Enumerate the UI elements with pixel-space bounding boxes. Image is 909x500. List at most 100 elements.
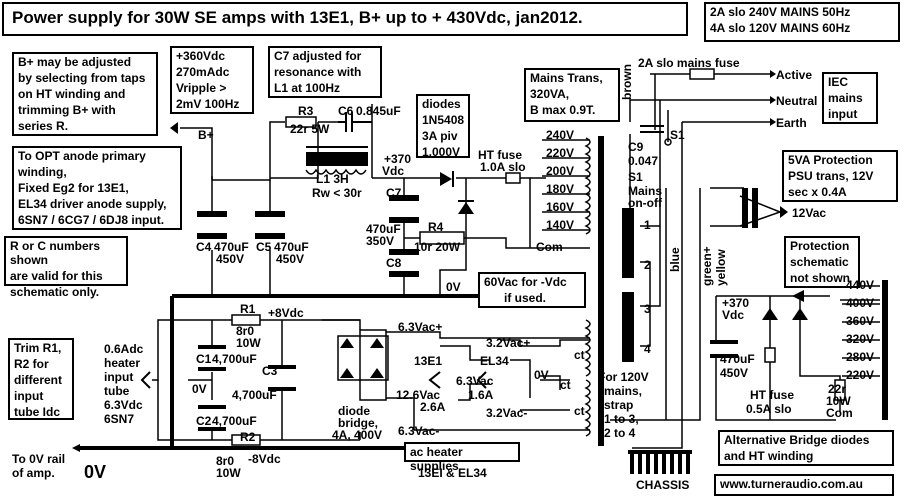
earth-label: Earth: [776, 116, 807, 130]
diodes-note: diodes 1N5408 3A piv 1,000V: [416, 94, 470, 159]
c5-voltage: 450V: [276, 252, 305, 266]
note-line: schematic: [790, 255, 849, 269]
c2-value: 4,700uF: [212, 414, 257, 428]
e13-label: 13E1: [414, 354, 443, 368]
r2-watt: 10W: [216, 466, 241, 480]
s1-label-b: S1: [628, 170, 643, 184]
alt-resistor-watt: 10W: [826, 394, 851, 408]
note-line: schematic only.: [10, 285, 100, 299]
note-line: and HT winding: [724, 449, 814, 463]
mains-onoff-label-2: on-off: [628, 196, 662, 210]
chassis-label: CHASSIS: [636, 478, 690, 492]
alt-tap-label: 400V: [846, 296, 875, 310]
alt-fuse-label: HT fuse: [750, 388, 795, 402]
choke-l1: [305, 146, 368, 175]
com-label: Com: [536, 240, 563, 254]
alt-plus370-label: +370: [722, 296, 750, 310]
c8-label: C8: [386, 256, 402, 270]
alt-resistor-label: 22r: [828, 382, 847, 396]
zero-volt-mid-label: 0V: [192, 382, 207, 396]
protection-not-shown-note: Protection schematic not shown: [784, 236, 860, 288]
tap-label: 200V: [546, 164, 575, 178]
diode-shunt: [458, 202, 474, 214]
opt-note: To OPT anode primary winding, Fixed Eg2 …: [12, 146, 182, 230]
zero-volt-top-label: 0V: [446, 280, 461, 294]
heater-tube-line: input: [104, 370, 134, 384]
tap-label: 220V: [546, 146, 575, 160]
ht-fuse-label: HT fuse: [478, 148, 523, 162]
tap-label: 160V: [546, 200, 575, 214]
pin-2-label: 2: [644, 258, 651, 272]
ct-label: ct: [574, 404, 585, 418]
ac-heater-note: ac heater supplies: [404, 442, 520, 473]
ht-fuse: [505, 172, 521, 184]
r3-label: R3: [298, 104, 314, 118]
heater-tube-line: 0.6Adc: [104, 342, 144, 356]
alt-cap-value: 470uF: [720, 352, 755, 366]
blue-wire-label: blue: [668, 247, 682, 272]
r1-label: R1: [240, 302, 256, 316]
diode-bridge-line: bridge,: [338, 416, 379, 430]
note-line: 270mAdc: [176, 65, 230, 79]
note-line: input: [14, 389, 44, 403]
protection-5va-note: 5VA Protection PSU trans, 12V sec x 0.4A: [782, 150, 898, 202]
alt-tap-label: 220V: [846, 368, 875, 382]
alt-tap-label: 440V: [846, 278, 875, 292]
note-line: are valid for this: [10, 269, 103, 283]
note-line: Mains Trans,: [530, 71, 603, 85]
switch-s1: [664, 110, 672, 146]
c3-label: C3: [262, 364, 278, 378]
r-or-c-note: R or C numbers shown are valid for this …: [4, 236, 128, 299]
alt-bridge-note: Alternative Bridge diodes and HT winding: [718, 430, 894, 466]
alt-tap-label: 360V: [846, 314, 875, 328]
c3-value: 4,700uF: [232, 388, 277, 402]
alt-fuse-value: 0.5A slo: [746, 402, 792, 416]
l1-rw-label: Rw < 30r: [312, 186, 362, 200]
neg-vdc-note: 60Vac for -Vdc if used.: [478, 272, 586, 308]
alt-com-label: Com: [826, 406, 853, 420]
c7-label: C7: [386, 186, 402, 200]
for120-line: 2 to 4: [604, 426, 636, 440]
r1-watt: 10W: [236, 336, 261, 350]
mains-fuse-label: 2A slo mains fuse: [638, 56, 740, 70]
note-line: if used.: [504, 291, 547, 305]
alt-resistor: [834, 379, 846, 401]
c7-voltage: 350V: [366, 234, 395, 248]
alternative-bridge-wiring: [715, 285, 880, 421]
note-line: Protection: [790, 239, 850, 253]
vdc-label: Vdc: [382, 164, 405, 178]
v63ac-label: 6.3Vac: [456, 374, 494, 388]
c4-voltage: 450V: [216, 252, 245, 266]
neutral-label: Neutral: [776, 94, 818, 108]
note-line: +360Vdc: [176, 49, 226, 63]
website-note: www.turneraudio.com.au: [714, 474, 894, 496]
note-line: mains: [828, 91, 863, 105]
resistor-r4: [419, 231, 465, 245]
r3-value: 22r 5W: [290, 122, 330, 136]
bplus-adjust-note: B+ may be adjusted by selecting from tap…: [12, 52, 158, 136]
note-line: B+ may be adjusted: [18, 55, 132, 69]
bplus-label: B+: [198, 128, 214, 142]
s1-label: S1: [670, 128, 685, 142]
a16-label: 1.6A: [468, 388, 494, 402]
l1-label: L1 3H: [316, 172, 349, 186]
note-line: www.turneraudio.com.au: [720, 477, 863, 491]
heater-circuit: [152, 319, 590, 441]
high-tension-circuit: [180, 104, 590, 296]
c4-value: 470uF: [214, 240, 249, 254]
plus8-label: +8Vdc: [268, 306, 304, 320]
el34-heater-symbol: [476, 371, 487, 389]
alt-tap-label: 280V: [846, 350, 875, 364]
tap-label: 140V: [546, 218, 575, 232]
note-line: 6SN7 / 6CG7 / 6DJ8 input.: [18, 213, 165, 227]
minus8-label: -8Vdc: [248, 452, 281, 466]
e13-el34-label: 13EI & EL34: [418, 466, 487, 480]
r4-value: 10r 20W: [414, 240, 461, 254]
resistor-r2: [231, 434, 261, 446]
c6-label: C6: [338, 104, 354, 118]
note-line: 5VA Protection: [788, 153, 873, 167]
resistor-r1: [231, 314, 261, 326]
c9-value: 0.047: [628, 154, 659, 168]
filter-capacitors: [197, 195, 419, 277]
ct-label: ct: [574, 348, 585, 362]
